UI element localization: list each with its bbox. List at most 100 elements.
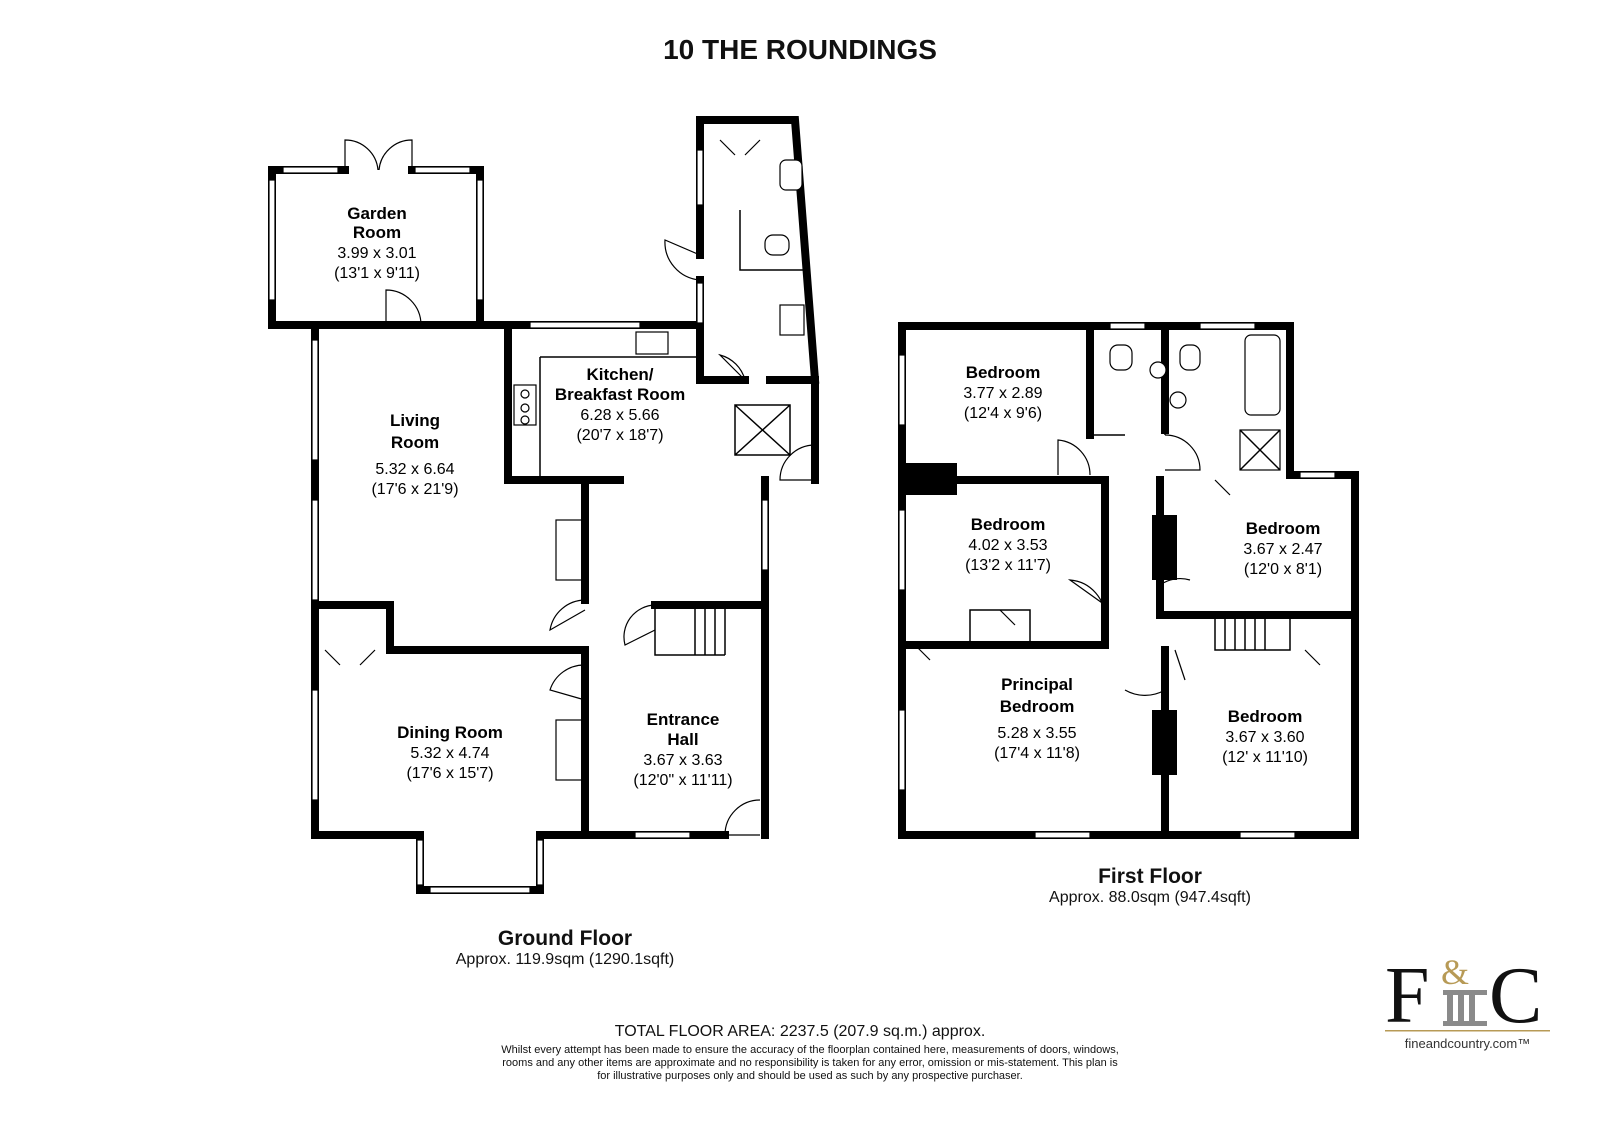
hall-cupboard — [311, 601, 394, 801]
room-dimensions-imperial: (13'2 x 11'7) — [965, 557, 1051, 574]
floor-name: Ground Floor — [497, 927, 633, 950]
room-name: Room — [353, 223, 401, 242]
door-swing — [549, 664, 586, 701]
staircase — [1214, 615, 1291, 651]
chimney-breast — [902, 463, 957, 495]
room-dimensions-metric: 6.28 x 5.66 — [580, 407, 659, 424]
room-dimensions-metric: 5.28 x 3.55 — [997, 725, 1076, 742]
floor-area: Approx. 88.0sqm (947.4sqft) — [1049, 889, 1251, 906]
room-name: Hall — [667, 730, 698, 749]
first-floor-plan: Bedroom 3.77 x 2.89 (12'4 x 9'6) Bedroom… — [898, 322, 1359, 839]
room-dimensions-imperial: (17'6 x 15'7) — [406, 765, 493, 782]
room-name: Room — [391, 433, 439, 452]
room-name: Bedroom — [966, 363, 1041, 382]
logo-rule — [1385, 1030, 1550, 1032]
logo-letter-c: C — [1489, 952, 1542, 1035]
room-name: Bedroom — [1228, 707, 1303, 726]
fireplace — [555, 519, 584, 581]
door-swing — [718, 353, 746, 381]
plan-title: 10 THE ROUNDINGS — [663, 34, 937, 65]
room-dimensions-metric: 3.67 x 3.60 — [1225, 729, 1304, 746]
room-name: Garden — [347, 204, 407, 223]
column-icon — [1443, 990, 1487, 1026]
bedroom-bottom-right-label: Bedroom 3.67 x 3.60 (12' x 11'10) — [1222, 707, 1308, 766]
french-door-swing — [344, 139, 379, 171]
logo-url: fineandcountry.com™ — [1404, 1036, 1531, 1051]
window — [311, 499, 319, 601]
garden-room-walls — [268, 139, 484, 329]
room-name: Breakfast Room — [555, 385, 685, 404]
basin — [1149, 361, 1167, 379]
logo-ampersand: & — [1441, 952, 1469, 992]
room-dimensions-imperial: (12'4 x 9'6) — [964, 405, 1042, 422]
window — [634, 831, 691, 839]
utility-wc-walls — [664, 116, 820, 385]
bedroom-top-left-label: Bedroom 3.77 x 2.89 (12'4 x 9'6) — [963, 363, 1042, 422]
room-dimensions-metric: 3.99 x 3.01 — [337, 245, 416, 262]
bay-window — [429, 886, 531, 894]
logo-letter-f: F — [1385, 952, 1430, 1035]
window — [414, 166, 471, 174]
door-swing — [549, 599, 586, 632]
window — [268, 179, 276, 301]
room-name: Living — [390, 411, 440, 430]
window — [282, 166, 339, 174]
room-dimensions-metric: 5.32 x 6.64 — [375, 461, 454, 478]
room-name: Dining Room — [397, 723, 503, 742]
room-name: Entrance — [647, 710, 720, 729]
room-dimensions-metric: 3.67 x 3.63 — [643, 752, 722, 769]
room-dimensions-imperial: (12'0 x 8'1) — [1244, 561, 1322, 578]
room-name: Kitchen/ — [586, 365, 653, 384]
sink — [779, 304, 805, 336]
principal-bedroom-label: Principal Bedroom 5.28 x 3.55 (17'4 x 11… — [994, 675, 1080, 762]
disclaimer-text: Whilst every attempt has been made to en… — [501, 1044, 1119, 1082]
room-dimensions-imperial: (20'7 x 18'7) — [576, 427, 663, 444]
dining-room-label: Dining Room 5.32 x 4.74 (17'6 x 15'7) — [397, 723, 503, 782]
room-name: Bedroom — [971, 515, 1046, 534]
room-name: Bedroom — [1246, 519, 1321, 538]
bedroom-right-label: Bedroom 3.67 x 2.47 (12'0 x 8'1) — [1243, 519, 1322, 578]
toilet — [1179, 344, 1201, 371]
room-name: Bedroom — [1000, 697, 1075, 716]
window — [476, 179, 484, 301]
ground-floor-plan: Garden Room 3.99 x 3.01 (13'1 x 9'11) Li… — [268, 116, 820, 894]
room-dimensions-imperial: (17'4 x 11'8) — [994, 745, 1080, 762]
ground-floor-label: Ground Floor Approx. 119.9sqm (1290.1sqf… — [400, 927, 730, 969]
garden-room-label: Garden Room 3.99 x 3.01 (13'1 x 9'11) — [334, 204, 420, 282]
room-dimensions-metric: 5.32 x 4.74 — [410, 745, 489, 762]
bath — [1244, 334, 1281, 416]
room-dimensions-imperial: (12' x 11'10) — [1222, 749, 1308, 766]
room-dimensions-imperial: (13'1 x 9'11) — [334, 265, 420, 282]
door-swing — [623, 604, 656, 646]
bay-window — [536, 839, 544, 886]
entrance-hall-label: Entrance Hall 3.67 x 3.63 (12'0" x 11'11… — [633, 710, 732, 789]
room-dimensions-imperial: (12'0" x 11'11) — [633, 772, 732, 789]
kitchen-walls — [504, 321, 819, 839]
basin — [1169, 391, 1187, 409]
fireplace — [555, 719, 584, 781]
room-dimensions-metric: 3.67 x 2.47 — [1243, 541, 1322, 558]
sink — [635, 331, 669, 355]
dining-room-walls — [311, 719, 589, 894]
fine-and-country-logo: F & C — [1385, 952, 1550, 1035]
floor-area: Approx. 119.9sqm (1290.1sqft) — [455, 951, 675, 968]
bay-window — [416, 839, 424, 886]
door-swing — [385, 289, 422, 326]
door-swing — [779, 444, 816, 481]
first-floor-label: First Floor Approx. 88.0sqm (947.4sqft) — [1000, 865, 1300, 907]
window — [529, 321, 641, 329]
room-name: Principal — [1001, 675, 1073, 694]
total-floor-area: TOTAL FLOOR AREA: 2237.5 (207.9 sq.m.) a… — [614, 1023, 986, 1040]
french-door-swing — [378, 139, 413, 171]
kitchen-label: Kitchen/ Breakfast Room 6.28 x 5.66 (20'… — [555, 365, 685, 444]
toilet — [1109, 344, 1133, 371]
basin — [779, 159, 803, 191]
room-dimensions-metric: 4.02 x 3.53 — [968, 537, 1047, 554]
toilet — [764, 234, 790, 256]
entrance-hall-walls — [549, 601, 769, 839]
bedroom-middle-left-label: Bedroom 4.02 x 3.53 (13'2 x 11'7) — [965, 515, 1051, 574]
staircase — [654, 605, 726, 656]
room-dimensions-metric: 3.77 x 2.89 — [963, 385, 1042, 402]
living-room-label: Living Room 5.32 x 6.64 (17'6 x 21'9) — [371, 411, 458, 498]
